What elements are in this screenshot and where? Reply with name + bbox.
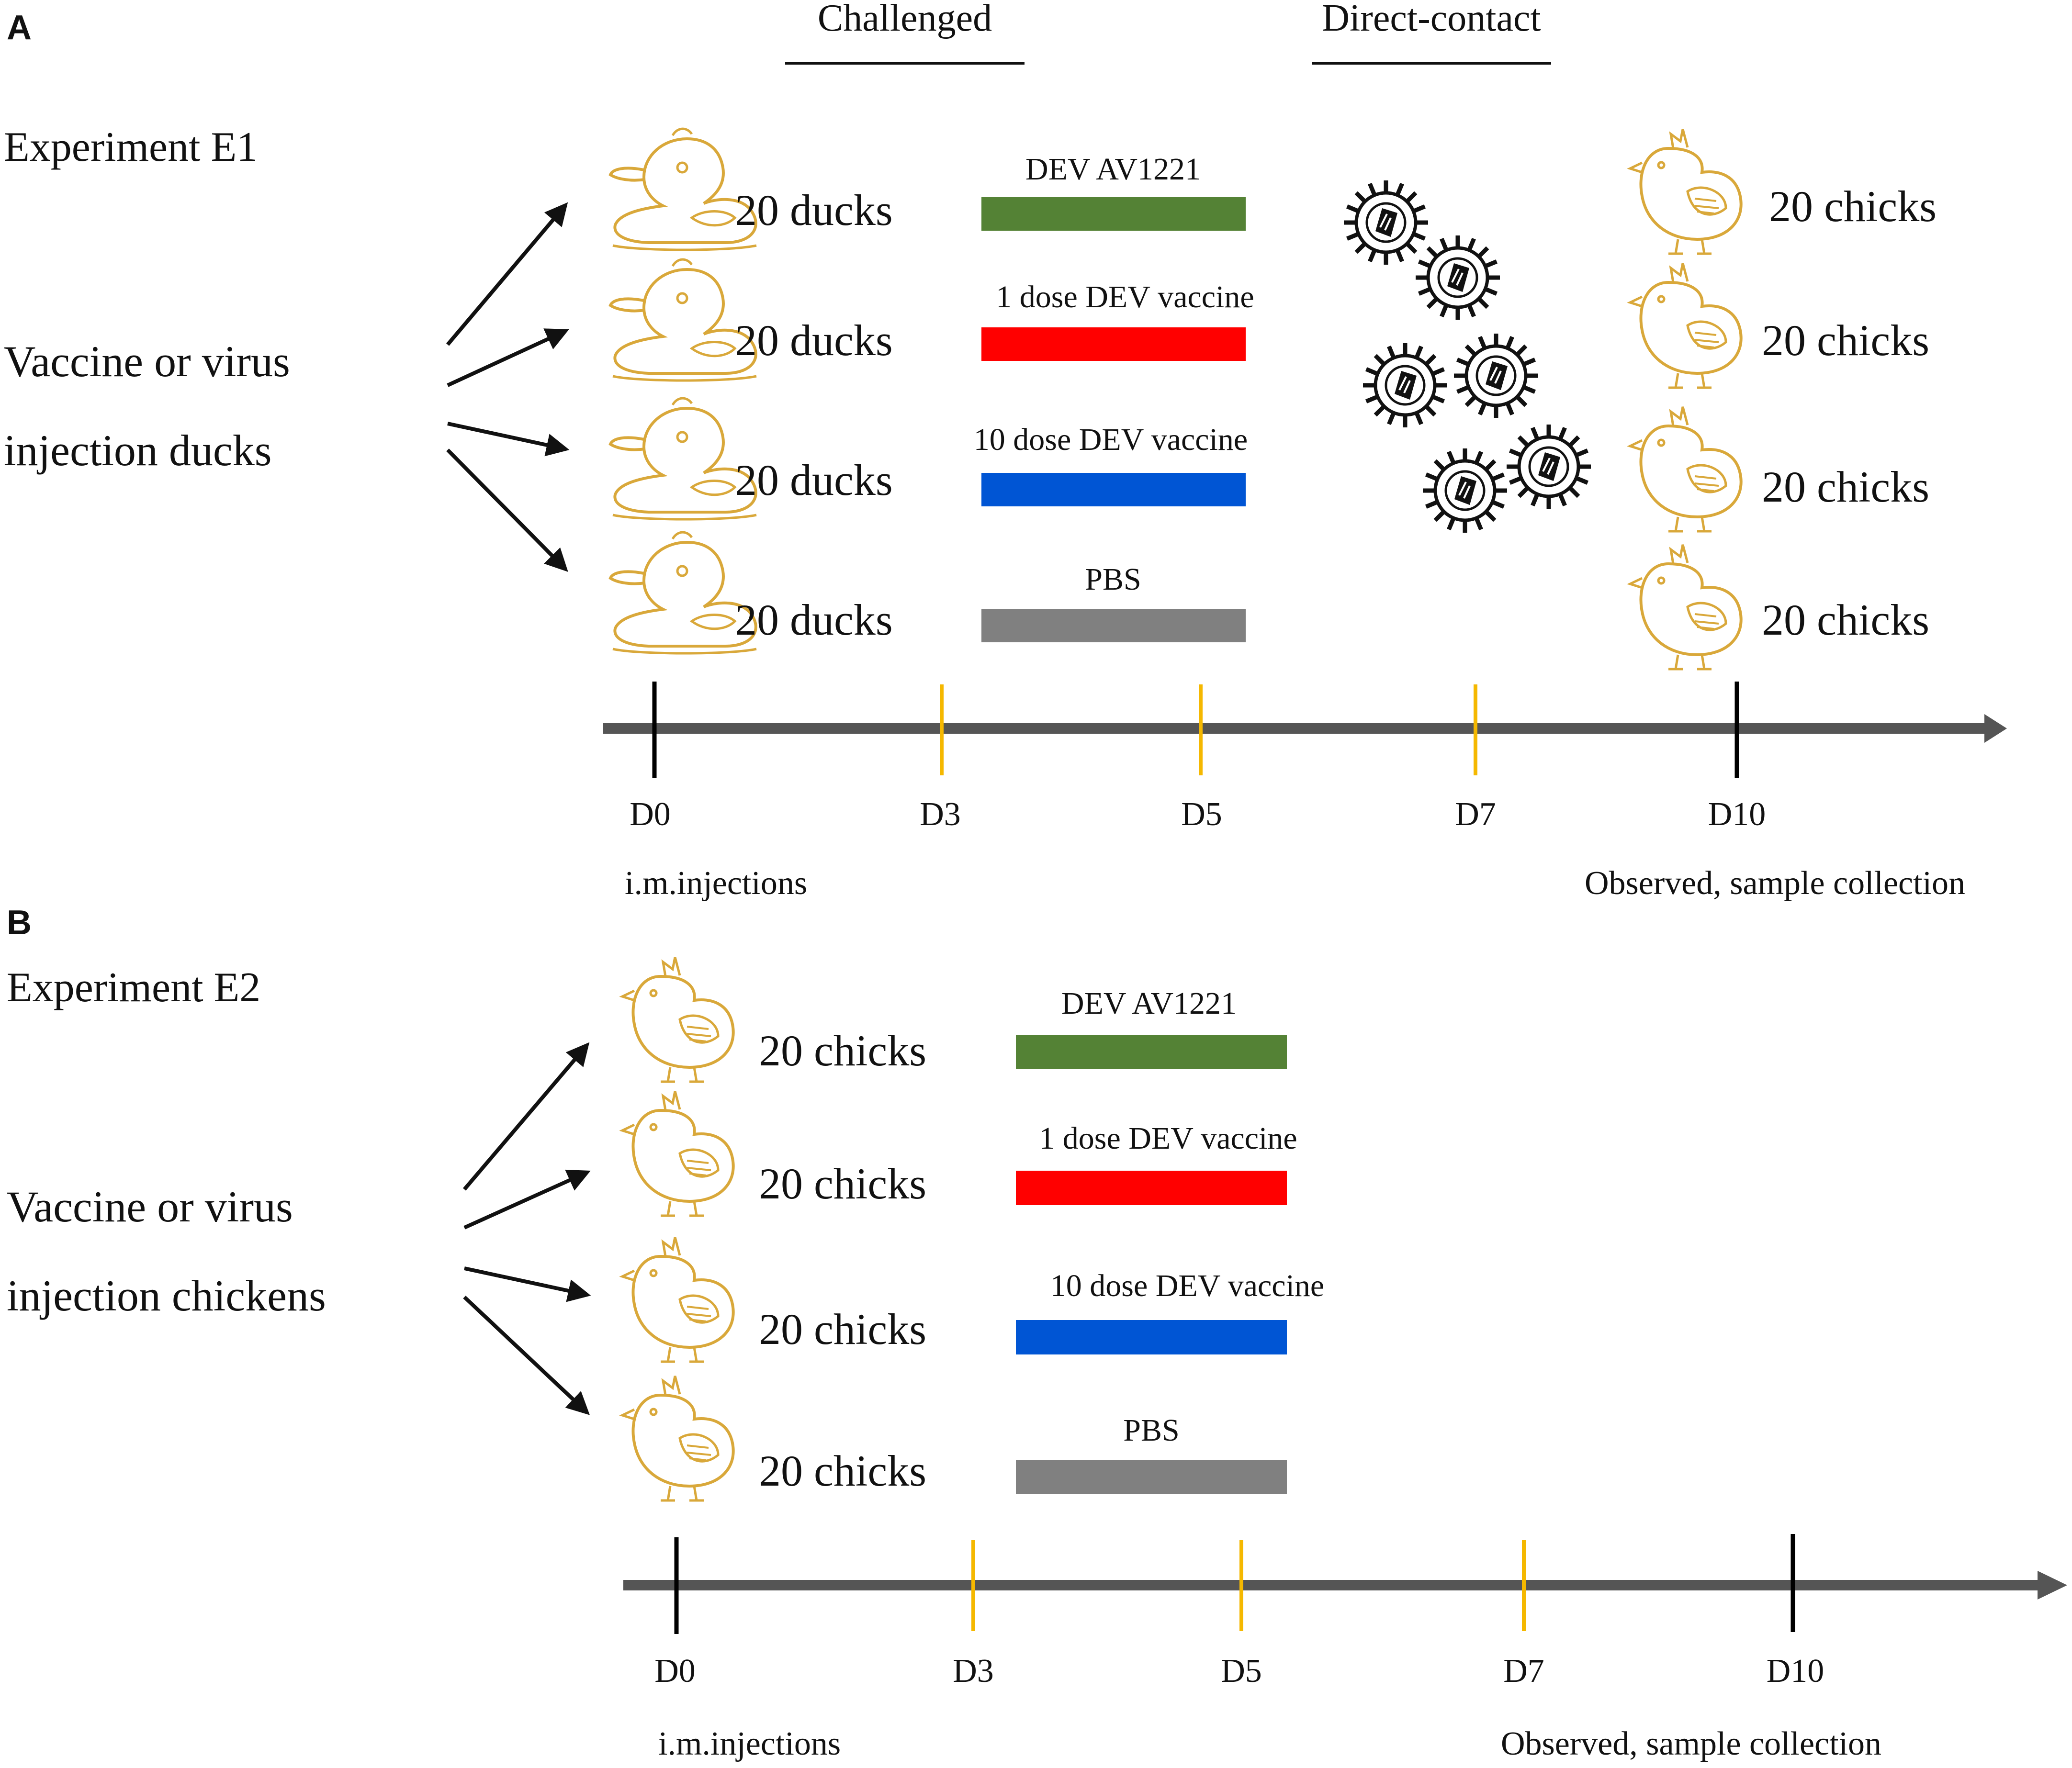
treatment-bar <box>1016 1035 1287 1069</box>
day-label: D0 <box>654 1653 696 1690</box>
treatment-bar <box>981 327 1246 361</box>
panel-letter: B <box>7 904 32 942</box>
chick-icon <box>622 957 733 1082</box>
timeline-arrowhead <box>1984 714 2007 743</box>
end-note: Observed, sample collection <box>1501 1725 1881 1762</box>
day-label: D10 <box>1767 1653 1824 1690</box>
injection-label-line-1: Vaccine or virus <box>4 337 290 386</box>
injection-label-line-2: injection ducks <box>4 426 272 475</box>
arrow-icon <box>463 1169 591 1230</box>
group-row: 20 ducks PBS 20 chicks <box>610 532 1929 669</box>
day-label: D10 <box>1708 796 1766 833</box>
chick-icon <box>622 1091 733 1216</box>
panel-b: B Experiment E2 Vaccine or virus injecti… <box>7 904 2067 1762</box>
start-note: i.m.injections <box>658 1725 841 1762</box>
day-label: D5 <box>1181 796 1222 833</box>
chick-icon <box>622 1376 733 1500</box>
treatment-label: DEV AV1221 <box>1061 986 1237 1021</box>
injection-label-line-2: injection chickens <box>7 1271 326 1320</box>
day-label: D5 <box>1221 1653 1262 1690</box>
treatment-label: PBS <box>1123 1413 1179 1448</box>
day-label: D7 <box>1455 796 1496 833</box>
animal-count: 20 chicks <box>759 1446 926 1495</box>
virus-icon <box>1416 235 1500 320</box>
chick-icon <box>1630 407 1741 531</box>
timeline: D0 D3 D5 D7 D10 i.m.injections Observed,… <box>603 682 2007 902</box>
treatment-bar <box>981 473 1246 506</box>
animal-count: 20 ducks <box>735 316 893 365</box>
arrow-icon <box>463 1296 590 1415</box>
group-row: 20 ducks 10 dose DEV vaccine 20 chicks <box>610 398 1929 531</box>
treatment-bar <box>1016 1320 1287 1354</box>
challenged-header: Challenged <box>818 0 992 39</box>
day-label: D7 <box>1503 1653 1544 1690</box>
treatment-label: 1 dose DEV vaccine <box>996 280 1254 314</box>
arrow-icon <box>462 1042 590 1191</box>
day-label: D0 <box>630 796 671 833</box>
timeline: D0 D3 D5 D7 D10 i.m.injections Observed,… <box>623 1534 2067 1762</box>
treatment-label: 1 dose DEV vaccine <box>1039 1121 1297 1156</box>
arrow-icon <box>446 202 568 346</box>
animal-count: 20 chicks <box>759 1305 926 1354</box>
group-row: 20 chicks DEV AV1221 <box>622 957 1287 1082</box>
timeline-arrowhead <box>2038 1571 2067 1600</box>
contact-count: 20 chicks <box>1762 595 1929 644</box>
arrow-icon <box>446 448 568 572</box>
day-label: D3 <box>920 796 961 833</box>
chick-icon <box>622 1237 733 1362</box>
animal-count: 20 ducks <box>735 595 893 644</box>
group-row: 20 chicks PBS <box>622 1376 1287 1500</box>
direct-contact-header: Direct-contact <box>1322 0 1541 39</box>
animal-count: 20 chicks <box>759 1159 926 1208</box>
virus-icon <box>1344 180 1428 265</box>
treatment-bar <box>981 609 1246 642</box>
chick-icon <box>1630 545 1741 669</box>
start-note: i.m.injections <box>625 865 807 902</box>
treatment-bar <box>1016 1171 1287 1205</box>
day-label: D3 <box>953 1653 994 1690</box>
group-row: 20 ducks DEV AV1221 20 chicks <box>610 129 1937 254</box>
virus-icon <box>1363 343 1447 427</box>
group-row: 20 chicks 10 dose DEV vaccine <box>622 1237 1324 1362</box>
arrow-icon <box>447 328 569 387</box>
contact-count: 20 chicks <box>1762 462 1929 511</box>
injection-label-line-1: Vaccine or virus <box>7 1182 293 1231</box>
treatment-label: 10 dose DEV vaccine <box>1050 1268 1324 1303</box>
virus-icon <box>1454 334 1538 418</box>
animal-count: 20 ducks <box>735 186 893 235</box>
contact-count: 20 chicks <box>1762 316 1929 365</box>
arrow-icon <box>464 1266 591 1302</box>
group-row: 20 ducks 1 dose DEV vaccine 20 chicks <box>610 259 1929 388</box>
chick-icon <box>1630 263 1741 388</box>
treatment-label: DEV AV1221 <box>1025 152 1201 187</box>
panel-a: A Challenged Direct-contact Experiment E… <box>4 0 2007 902</box>
arrow-icon <box>447 422 570 457</box>
virus-icon <box>1507 425 1591 509</box>
group-row: 20 chicks 1 dose DEV vaccine <box>622 1091 1297 1216</box>
experiment-title: Experiment E2 <box>7 964 260 1011</box>
virus-icon <box>1423 448 1507 533</box>
contact-count: 20 chicks <box>1769 182 1937 231</box>
treatment-label: 10 dose DEV vaccine <box>974 422 1248 457</box>
treatment-label: PBS <box>1085 562 1141 597</box>
virus-cluster <box>1344 180 1591 533</box>
treatment-bar <box>1016 1460 1287 1494</box>
panel-letter: A <box>7 9 32 47</box>
treatment-bar <box>981 197 1246 231</box>
chick-icon <box>1630 129 1741 254</box>
end-note: Observed, sample collection <box>1585 865 1965 902</box>
animal-count: 20 ducks <box>735 456 893 504</box>
experiment-title: Experiment E1 <box>4 124 258 170</box>
animal-count: 20 chicks <box>759 1026 926 1075</box>
